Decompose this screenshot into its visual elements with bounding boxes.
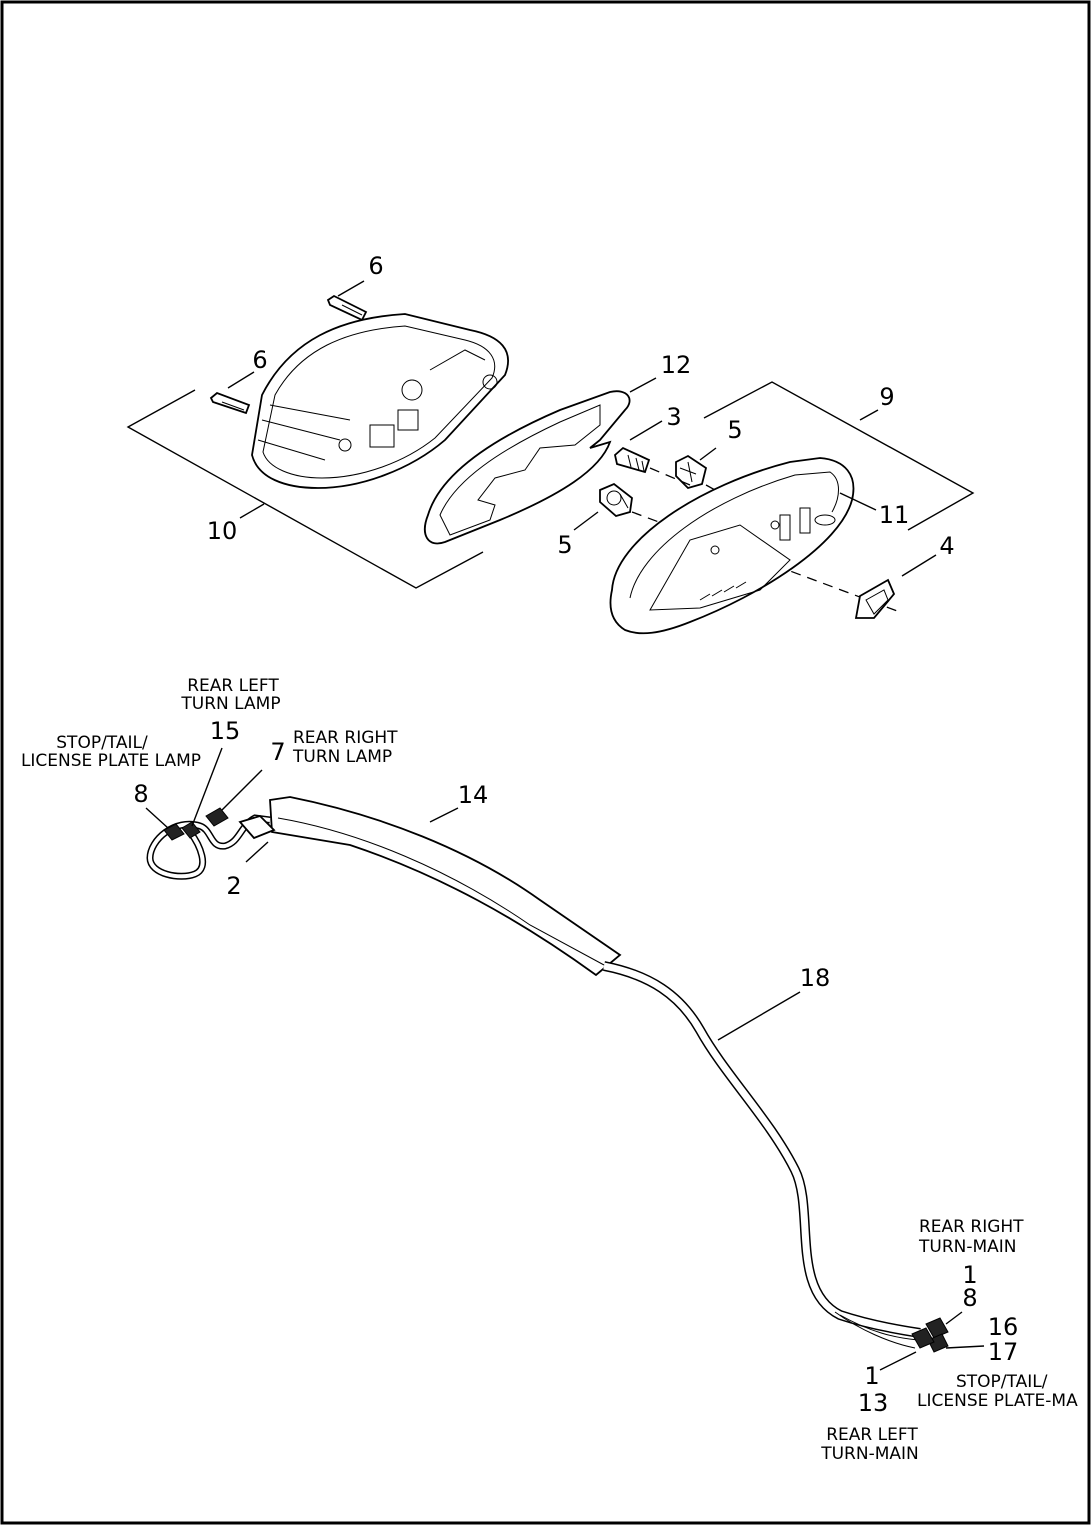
callout-3: 3 (666, 403, 681, 431)
bracket-9 (703, 381, 975, 531)
screw-upper (326, 280, 368, 322)
callout-13: 13 (858, 1389, 889, 1417)
callout-6-lower: 6 (252, 346, 267, 374)
callout-16: 16 (988, 1313, 1019, 1341)
callout-8-lower: 8 (962, 1284, 977, 1312)
callout-18: 18 (800, 964, 831, 992)
bracket-10 (126, 389, 484, 589)
callout-15: 15 (210, 717, 241, 745)
wire-harness (146, 796, 921, 1349)
label-stop-tail-lamp-line1: STOP/TAIL/ (56, 733, 148, 753)
label-rear-right-turn-main-line1: REAR RIGHT (919, 1217, 1024, 1237)
connector-rear-right-turn-main (925, 1317, 949, 1339)
bulb-socket-lower (599, 482, 633, 517)
callout-2: 2 (226, 872, 241, 900)
screw-lower (209, 371, 255, 415)
label-rear-right-turn-main-line2: TURN-MAIN (918, 1237, 1017, 1257)
label-stop-tail-main-line2: LICENSE PLATE-MA (917, 1391, 1078, 1411)
callout-7: 7 (270, 738, 285, 766)
callout-8-upper: 8 (133, 780, 148, 808)
label-rear-left-turn-lamp-line1: REAR LEFT (187, 676, 279, 696)
label-rear-left-turn-lamp-line2: TURN LAMP (180, 694, 280, 714)
connector-rear-right-turn-lamp (205, 807, 229, 827)
connector-stop-tail-license-plate-main (927, 1333, 949, 1353)
callout-4: 4 (939, 532, 954, 560)
nut (854, 578, 896, 619)
lamp-base-plate (609, 457, 855, 635)
text-labels: REAR LEFT TURN LAMP STOP/TAIL/ LICENSE P… (21, 676, 1078, 1464)
callout-1-upper: 1 (962, 1261, 977, 1289)
callout-6-upper: 6 (368, 252, 383, 280)
connector-stop-tail-license-plate-lamp (163, 823, 185, 841)
bulb-socket-upper (675, 454, 708, 490)
callout-5-lower: 5 (557, 531, 572, 559)
connector-rear-left-turn-lamp (181, 821, 201, 839)
callout-17: 17 (988, 1338, 1019, 1366)
label-stop-tail-main-line1: STOP/TAIL/ (956, 1372, 1048, 1392)
callout-10: 10 (207, 517, 238, 545)
leader-lines-harness (145, 747, 985, 1371)
callout-1-lower: 1 (864, 1362, 879, 1390)
label-stop-tail-lamp-line2: LICENSE PLATE LAMP (21, 751, 201, 771)
leader-lines-top (239, 377, 937, 577)
lamp-housing (251, 313, 509, 489)
label-rear-left-turn-main-line1: REAR LEFT (826, 1425, 918, 1445)
callout-14: 14 (458, 781, 489, 809)
callout-11: 11 (879, 501, 910, 529)
label-rear-right-turn-lamp-line2: TURN LAMP (292, 747, 392, 767)
connector-rear-left-turn-main (911, 1327, 935, 1349)
screw-3 (614, 446, 651, 474)
callout-5-upper: 5 (727, 416, 742, 444)
label-rear-right-turn-lamp-line1: REAR RIGHT (293, 728, 398, 748)
callout-9: 9 (879, 383, 894, 411)
align-line-a (649, 467, 691, 486)
callout-numbers: 6 6 12 9 3 5 5 10 11 4 15 7 8 14 2 18 1 … (133, 252, 1018, 1417)
label-rear-left-turn-main-line2: TURN-MAIN (820, 1444, 919, 1464)
gasket (423, 390, 631, 545)
callout-12: 12 (661, 351, 692, 379)
